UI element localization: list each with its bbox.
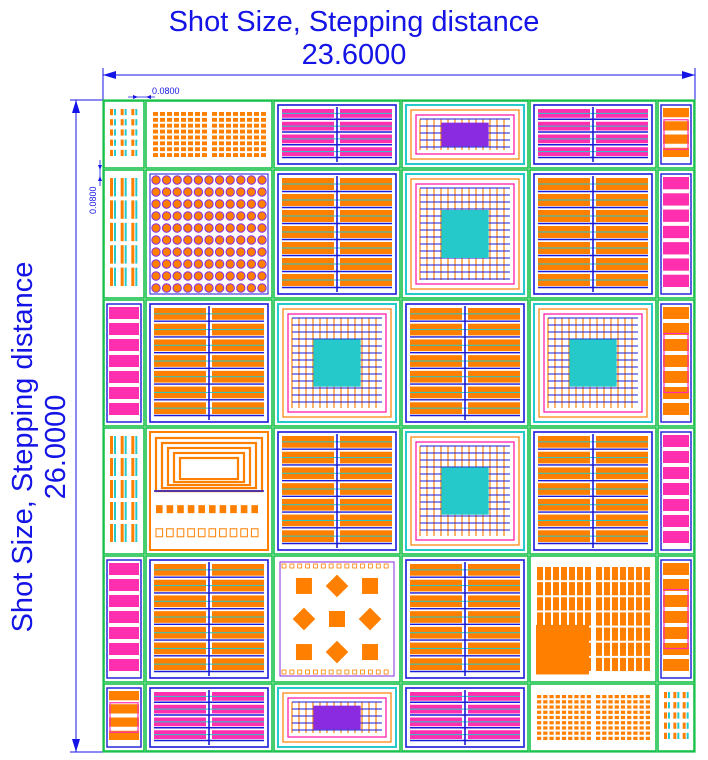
- die-narrow-stripes: [657, 169, 695, 299]
- scribe-dimension-vertical: 0.0800: [88, 160, 102, 214]
- die-grid: [103, 100, 695, 752]
- die-test-keys: [103, 100, 145, 169]
- die-narrow-mesh: [657, 555, 695, 683]
- vertical-dimension-line: [70, 99, 103, 753]
- horizontal-dimension-title: Shot Size, Stepping distance 23.6000: [0, 6, 708, 72]
- die-narrow-mesh: [657, 299, 695, 427]
- scribe-dimension-horizontal: 0.0800: [128, 86, 180, 99]
- die-magenta-stripes: [273, 100, 401, 169]
- die-orange-stripes: [529, 169, 657, 299]
- die-pad-array: [145, 100, 273, 169]
- reticle-outline: [102, 99, 696, 753]
- die-mesh-core: [529, 299, 657, 427]
- die-narrow-stripes: [103, 555, 145, 683]
- horizontal-dimension-value: 23.6000: [301, 39, 407, 71]
- die-mesh-core: [401, 169, 529, 299]
- horizontal-title-text: Shot Size, Stepping distance: [168, 6, 540, 38]
- die-narrow-mesh: [657, 100, 695, 169]
- die-test-keys: [657, 683, 695, 752]
- die-orange-stripes: [401, 299, 529, 427]
- die-orange-stripes: [273, 427, 401, 555]
- die-spiral-inductor: [145, 427, 273, 555]
- scribe-label-horizontal: 0.0800: [152, 86, 180, 96]
- die-pad-diamonds: [273, 555, 401, 683]
- die-pad-array-large: [529, 555, 657, 683]
- die-bump-array: [145, 169, 273, 299]
- die-pad-array-small: [529, 683, 657, 752]
- die-narrow-stripes: [657, 427, 695, 555]
- die-test-keys: [103, 169, 145, 299]
- die-narrow-mesh: [103, 683, 145, 752]
- die-mesh-magenta: [273, 683, 401, 752]
- horizontal-dimension-line: [102, 68, 696, 100]
- die-mesh-magenta: [401, 100, 529, 169]
- die-magenta-stripes: [529, 100, 657, 169]
- die-narrow-stripes: [103, 299, 145, 427]
- scribe-label-vertical: 0.0800: [88, 186, 98, 214]
- die-magenta-stripes: [145, 683, 273, 752]
- die-orange-stripes: [145, 555, 273, 683]
- die-test-keys: [103, 427, 145, 555]
- die-orange-stripes: [273, 169, 401, 299]
- die-orange-stripes: [401, 555, 529, 683]
- die-mesh-core: [401, 427, 529, 555]
- die-mesh-core: [273, 299, 401, 427]
- die-orange-stripes: [529, 427, 657, 555]
- die-magenta-stripes: [401, 683, 529, 752]
- die-orange-stripes: [145, 299, 273, 427]
